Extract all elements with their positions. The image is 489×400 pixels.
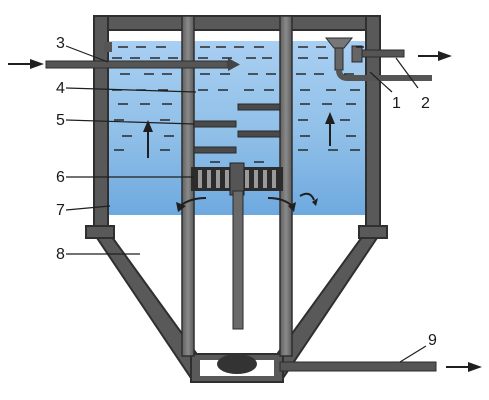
external-arrows xyxy=(8,51,482,372)
distributor-plates xyxy=(193,103,281,154)
leader-2 xyxy=(395,57,419,89)
curved-flow-arrowheads xyxy=(176,198,318,212)
inlet-flange xyxy=(104,42,112,52)
funnel-stem xyxy=(334,47,344,71)
leader-4 xyxy=(65,87,197,93)
tank-top-wall xyxy=(93,15,381,31)
inlet-arrow-head xyxy=(30,59,44,69)
leader-1 xyxy=(369,71,393,93)
plate-3 xyxy=(237,130,281,138)
leader-7 xyxy=(65,205,111,211)
callout-2: 2 xyxy=(421,95,430,112)
tank-right-wall xyxy=(365,15,381,237)
plate-4 xyxy=(193,146,237,154)
right-flange xyxy=(358,225,388,239)
sludge-arrow-head xyxy=(468,362,482,372)
left-flange xyxy=(85,225,115,239)
callout-3: 3 xyxy=(56,35,65,52)
upflow-arrows xyxy=(143,112,335,158)
plate-2 xyxy=(193,120,237,128)
leader-3 xyxy=(65,45,109,63)
sludge-valve xyxy=(217,354,257,374)
callout-1: 1 xyxy=(392,95,401,112)
outlet-pipe-2-joint xyxy=(351,45,363,63)
leader-lines xyxy=(65,45,427,363)
rotor-fins xyxy=(198,170,276,188)
callout-5: 5 xyxy=(56,112,65,129)
outlet-assembly xyxy=(324,37,432,81)
plate-1 xyxy=(237,103,281,111)
rotor-assembly xyxy=(191,162,283,196)
rotor-hub xyxy=(229,162,245,196)
callout-7: 7 xyxy=(56,202,65,219)
sludge-discharge-pipe xyxy=(279,361,437,372)
central-tubes xyxy=(181,15,293,357)
callout-8: 8 xyxy=(56,246,65,263)
outlet-pipe-1 xyxy=(336,69,432,81)
leader-5 xyxy=(65,119,195,125)
callout-6: 6 xyxy=(56,169,65,186)
overflow-funnel xyxy=(324,37,354,49)
callout-4: 4 xyxy=(56,80,65,97)
callout-9: 9 xyxy=(428,332,437,349)
leader-9 xyxy=(399,345,427,363)
inlet-pipe-arrowhead xyxy=(228,58,240,71)
outlet-arrow-head xyxy=(438,51,452,61)
drive-shaft xyxy=(232,190,244,330)
inlet-pipe xyxy=(45,60,229,69)
